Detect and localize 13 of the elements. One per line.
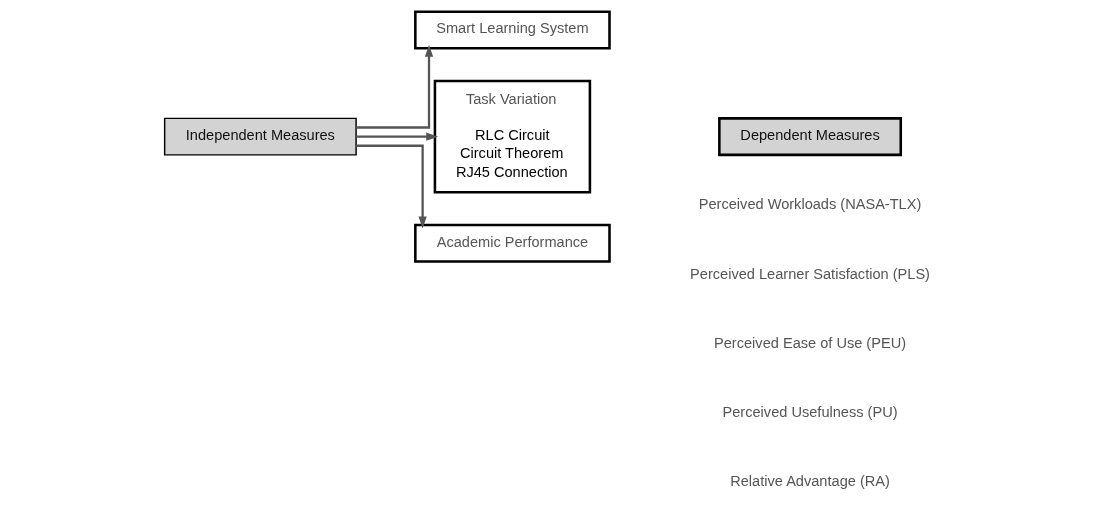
node-box: Task Variation RLC Circuit Circuit Theorem RJ45 Connection bbox=[433, 79, 592, 194]
node-box: Smart Learning System bbox=[414, 10, 611, 50]
label: Perceived Workloads (NASA-TLX) bbox=[698, 196, 922, 213]
label: Relative Advantage (RA) bbox=[730, 473, 890, 490]
arrow bbox=[356, 132, 439, 141]
node-box: Dependent Measures bbox=[718, 117, 903, 157]
label: Perceived Ease of Use (PEU) bbox=[714, 334, 907, 351]
label: Perceived Usefulness (PU) bbox=[722, 404, 898, 421]
node-box: Academic Performance bbox=[414, 223, 611, 263]
node-box: Independent Measures bbox=[163, 117, 357, 156]
label: Perceived Learner Satisfaction (PLS) bbox=[690, 265, 930, 282]
arrow bbox=[356, 44, 434, 129]
arrow bbox=[356, 144, 427, 229]
